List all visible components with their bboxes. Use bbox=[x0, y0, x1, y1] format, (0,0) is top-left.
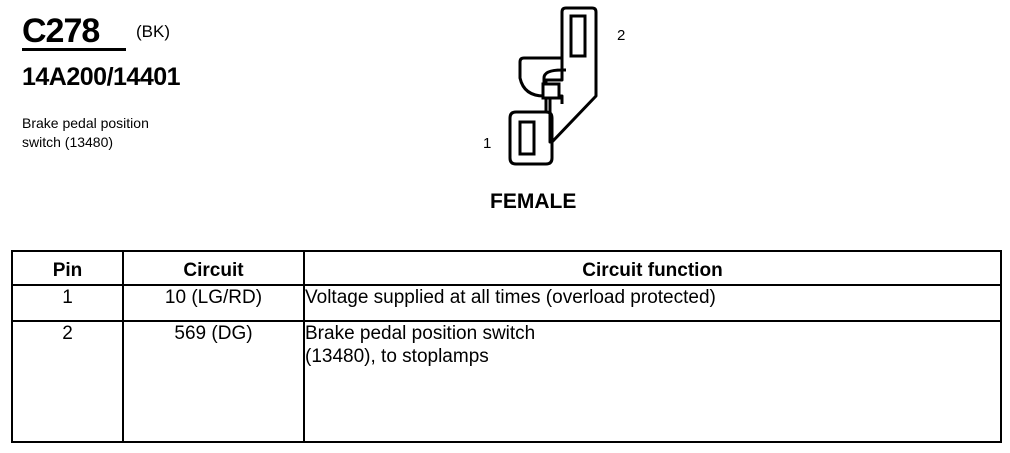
part-number: 14A200/14401 bbox=[22, 63, 181, 91]
pin-1-slot bbox=[518, 120, 536, 156]
cell-pin: 1 bbox=[11, 284, 124, 322]
pin-2-housing bbox=[544, 6, 598, 144]
cell-circuit: 10 (LG/RD) bbox=[122, 284, 305, 322]
latch-block bbox=[541, 82, 561, 100]
circuit-function-line: Brake pedal position switch bbox=[305, 323, 536, 344]
cell-pin: 2 bbox=[11, 320, 124, 443]
latch-step bbox=[560, 68, 566, 80]
cell-circuit: 569 (DG) bbox=[122, 320, 305, 443]
component-description: Brake pedal position switch (13480) bbox=[22, 114, 242, 152]
cell-circuit-function: Voltage supplied at all times (overload … bbox=[303, 284, 1002, 322]
pin-2-slot bbox=[569, 14, 587, 58]
connector-face-diagram bbox=[508, 6, 598, 166]
table-row: 2 569 (DG) Brake pedal position switch (… bbox=[11, 320, 1002, 443]
table-header-row: Pin Circuit Circuit function bbox=[11, 250, 1002, 286]
header-pin: Pin bbox=[11, 250, 124, 286]
header-circuit: Circuit bbox=[122, 250, 305, 286]
component-description-line: switch (13480) bbox=[22, 134, 114, 150]
left-shoulder bbox=[518, 56, 564, 98]
table-row: 1 10 (LG/RD) Voltage supplied at all tim… bbox=[11, 284, 1002, 322]
pin-1-label: 1 bbox=[483, 135, 492, 152]
connector-id: C278 bbox=[22, 12, 100, 50]
pinout-table: Pin Circuit Circuit function 1 10 (LG/RD… bbox=[11, 250, 1002, 443]
pin-1-housing bbox=[508, 110, 554, 166]
pin-2-label: 2 bbox=[617, 27, 626, 44]
connector-id-underline bbox=[22, 48, 126, 51]
connector-color: (BK) bbox=[136, 22, 170, 41]
cell-circuit-function: Brake pedal position switch (13480), to … bbox=[303, 320, 1002, 443]
circuit-function-line: Voltage supplied at all times (overload … bbox=[305, 287, 716, 308]
header-circuit-function: Circuit function bbox=[303, 250, 1002, 286]
component-description-line: Brake pedal position bbox=[22, 115, 149, 131]
circuit-function-line: (13480), to stoplamps bbox=[305, 346, 489, 367]
connector-gender-label: FEMALE bbox=[490, 190, 577, 213]
